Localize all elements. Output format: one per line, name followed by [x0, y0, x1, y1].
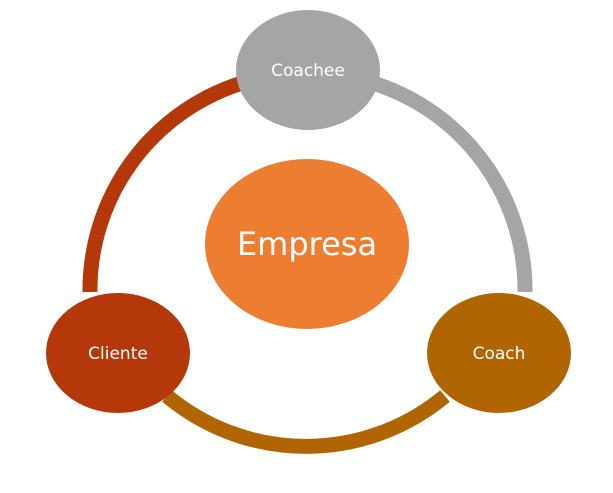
center-label: Empresa: [237, 225, 377, 263]
node-label-coach: Coach: [473, 344, 526, 364]
arc-cliente-to-coachee: [82, 76, 242, 293]
center-node-empresa: Empresa: [205, 159, 409, 329]
node-circle-coachee: [236, 10, 380, 130]
node-coach: Coach: [427, 293, 571, 413]
node-circle-coach: [427, 293, 571, 413]
node-circle-cliente: [46, 293, 190, 413]
node-cliente: Cliente: [46, 293, 190, 413]
node-label-cliente: Cliente: [88, 344, 148, 364]
node-label-coachee: Coachee: [271, 61, 345, 81]
node-coachee: Coachee: [236, 10, 380, 130]
arc-coach-to-cliente: [162, 390, 450, 454]
center-circle: [205, 159, 409, 329]
arc-coachee-to-coach: [373, 76, 533, 293]
